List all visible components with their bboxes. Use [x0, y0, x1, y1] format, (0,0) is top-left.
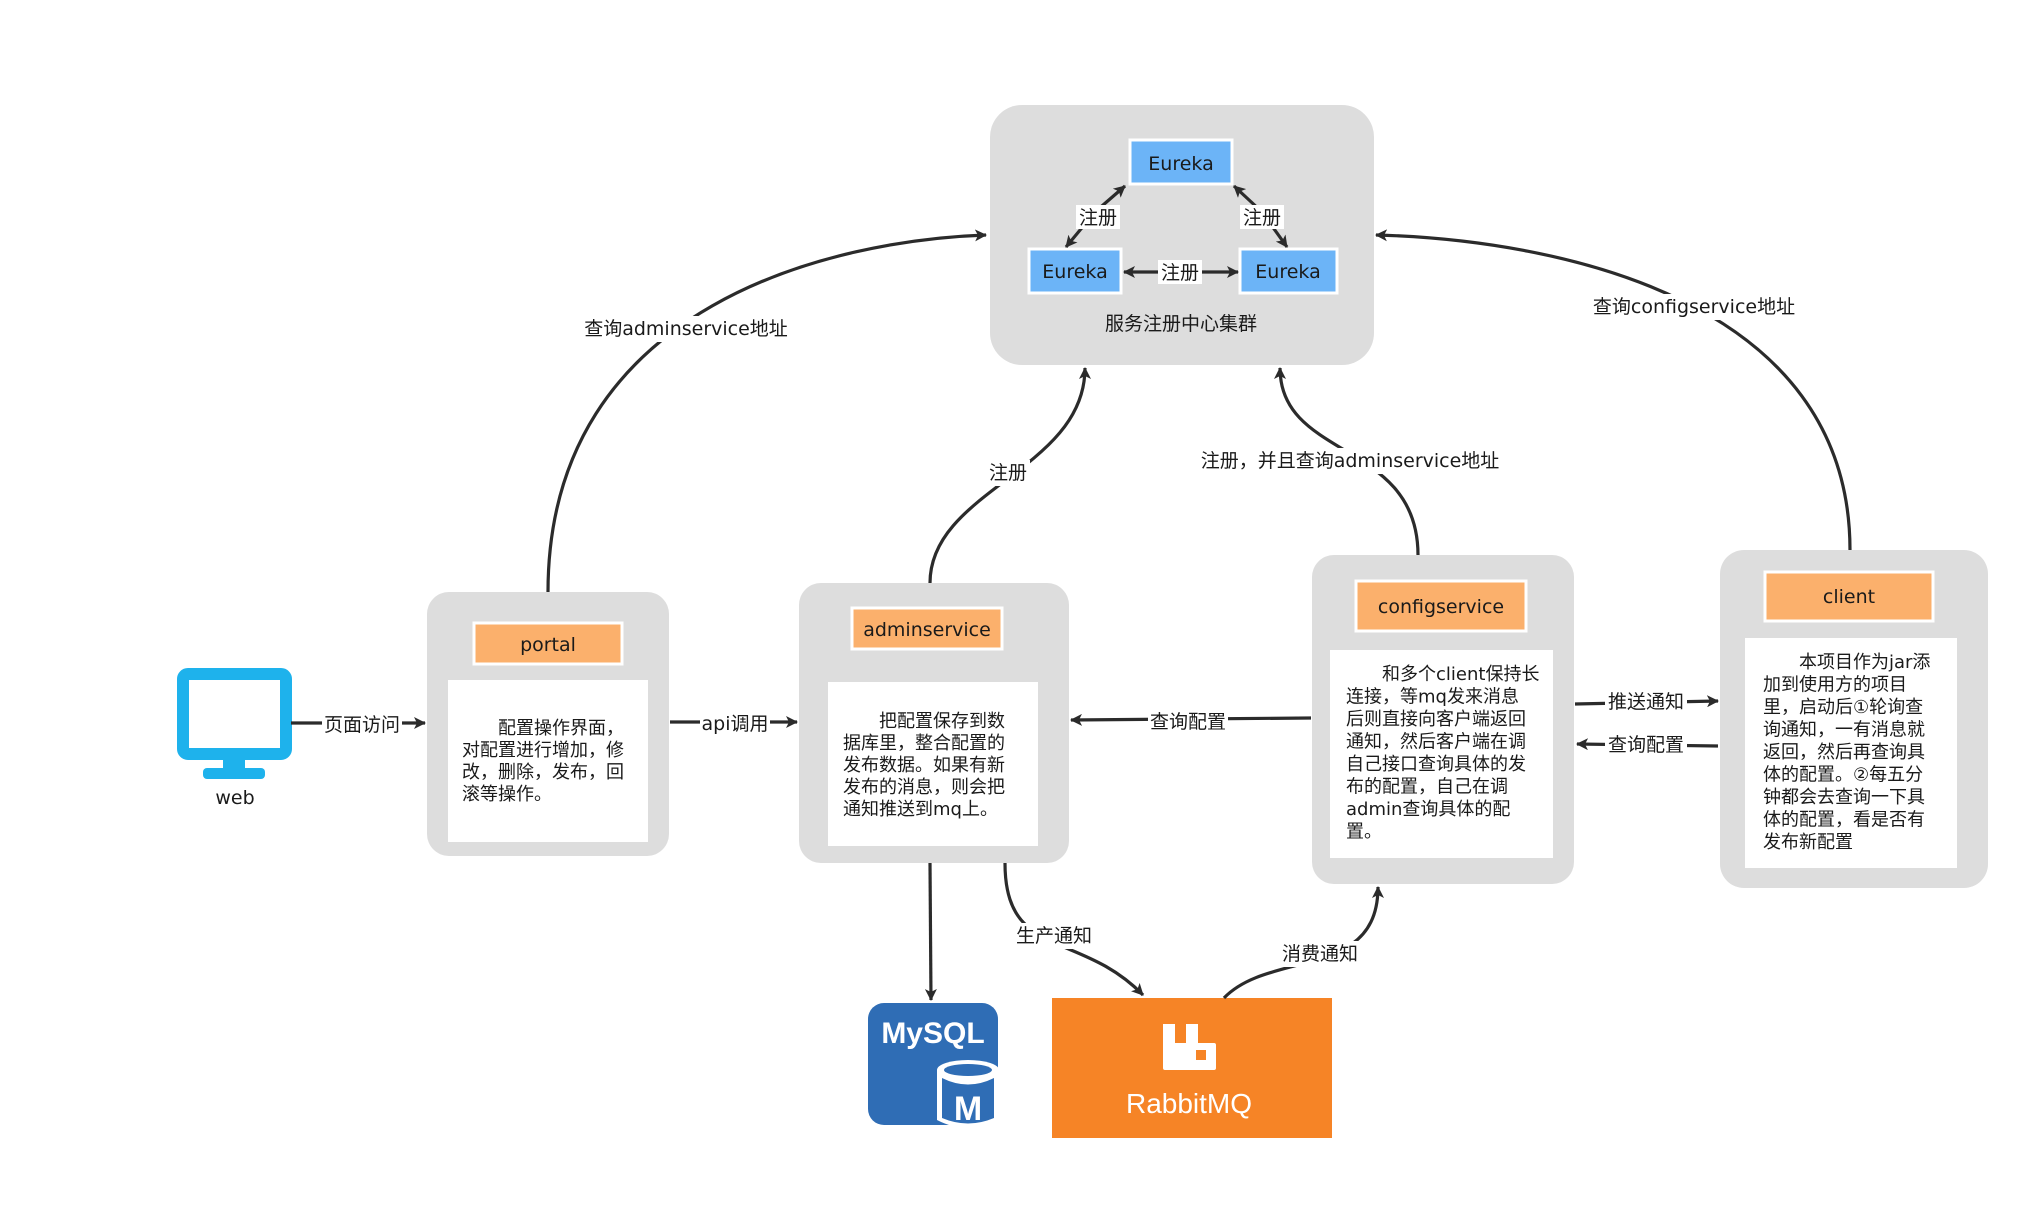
adminservice-component[interactable]: adminservice 把配置保存到数 据库里，整合配置的 发布数据。如果有新… — [799, 583, 1069, 863]
svg-text:Eureka: Eureka — [1255, 261, 1320, 283]
edge-config-admin-label: 查询配置 — [1150, 711, 1226, 733]
client-description: 本项目作为jar添 加到使用方的项目 里，启动后①轮询查 询通知，一有消息就 返… — [1763, 652, 1936, 853]
configservice-title-box — [1354, 579, 1528, 633]
svg-text:configservice: configservice — [1378, 596, 1504, 618]
edge-admin-mq-label: 生产通知 — [1016, 925, 1092, 947]
edge-admin-cluster-label: 注册 — [989, 462, 1027, 484]
edge-client-config-query-label: 查询配置 — [1608, 734, 1684, 756]
eureka-node-right[interactable]: Eureka — [1238, 247, 1339, 295]
adminservice-description: 把配置保存到数 据库里，整合配置的 发布数据。如果有新 发布的消息，则会把 通知… — [843, 711, 1011, 820]
svg-text:M: M — [954, 1090, 982, 1128]
edge-portal-cluster-label: 查询adminservice地址 — [584, 318, 788, 340]
adminservice-title-box — [850, 606, 1004, 651]
mysql-logo[interactable]: MySQL M — [868, 1003, 999, 1128]
edge-portal-cluster — [546, 229, 987, 593]
web-label: web — [215, 787, 254, 809]
database-icon: M — [937, 1060, 999, 1128]
web-node[interactable]: web — [177, 668, 292, 809]
client-title-box — [1763, 570, 1935, 623]
svg-text:RabbitMQ: RabbitMQ — [1126, 1088, 1252, 1119]
edge-client-cluster — [1375, 229, 1852, 551]
svg-text:adminservice: adminservice — [863, 619, 991, 641]
edge-admin-mysql — [924, 862, 937, 1001]
edge-client-cluster-label: 查询configservice地址 — [1593, 296, 1795, 318]
edge-config-client-push-label: 推送通知 — [1608, 691, 1684, 713]
rabbit-icon — [1163, 1024, 1216, 1070]
edge-web-portal-label: 页面访问 — [324, 714, 400, 736]
svg-text:client: client — [1823, 586, 1875, 608]
eureka-edge-right-label: 注册 — [1243, 207, 1281, 229]
portal-title-box — [472, 621, 624, 666]
portal-component[interactable]: portal 配置操作界面， 对配置进行增加，修 改，删除，发布，回 滚等操作。 — [427, 592, 669, 856]
configservice-description: 和多个client保持长 连接，等mq发来消息 后则直接向客户端返回 通知，然后… — [1346, 664, 1545, 843]
svg-text:Eureka: Eureka — [1148, 153, 1213, 175]
edge-portal-admin-label: api调用 — [702, 713, 769, 735]
eureka-node-top[interactable]: Eureka — [1128, 138, 1234, 186]
svg-text:Eureka: Eureka — [1042, 261, 1107, 283]
client-component[interactable]: client 本项目作为jar添 加到使用方的项目 里，启动后①轮询查 询通知，… — [1720, 550, 1988, 888]
portal-description: 配置操作界面， 对配置进行增加，修 改，删除，发布，回 滚等操作。 — [462, 718, 630, 805]
eureka-edge-left-label: 注册 — [1079, 207, 1117, 229]
eureka-edge-bottom-label: 注册 — [1161, 262, 1199, 284]
edge-config-cluster-label: 注册，并且查询adminservice地址 — [1201, 450, 1500, 472]
svg-text:portal: portal — [520, 634, 576, 656]
svg-text:MySQL: MySQL — [881, 1017, 984, 1050]
configservice-component[interactable]: configservice 和多个client保持长 连接，等mq发来消息 后则… — [1312, 555, 1574, 884]
rabbitmq-logo[interactable]: RabbitMQ — [1052, 998, 1332, 1138]
registry-cluster: Eureka Eureka Eureka 注册 注册 注册 服务注册中心集群 — [990, 105, 1374, 365]
eureka-node-left[interactable]: Eureka — [1027, 247, 1123, 295]
edge-mq-config-label: 消费通知 — [1282, 943, 1358, 965]
cluster-title: 服务注册中心集群 — [1105, 313, 1257, 335]
monitor-icon — [177, 668, 292, 779]
